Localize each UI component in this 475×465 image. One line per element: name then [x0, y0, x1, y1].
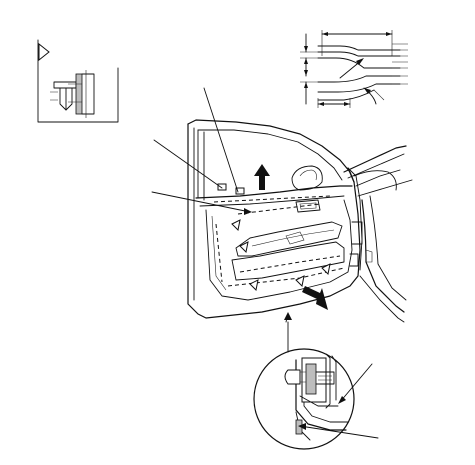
detail-circle [253, 348, 355, 450]
screw-marker-icon [217, 183, 227, 191]
screw-marker-icon [235, 187, 245, 195]
window-frame-inner [197, 129, 343, 181]
leader-line-clip [339, 363, 373, 403]
leader-line-window [203, 87, 239, 193]
clip-detail-inset [37, 39, 119, 123]
clip-marker-icon [239, 241, 249, 254]
door-pocket [231, 241, 345, 281]
clip-marker-icon [249, 279, 259, 292]
strip-profile-lower [317, 75, 401, 83]
dashboard-curve [353, 170, 397, 191]
panel-edge-dashed [213, 195, 331, 203]
windshield-edge [343, 145, 407, 173]
enlarged-clip-detail [253, 348, 379, 450]
leader-line-screw [153, 139, 223, 189]
clip-marker-icon [295, 275, 305, 288]
inset-frame [37, 39, 119, 123]
dimension-detail [300, 30, 408, 108]
clip-cross-section [50, 70, 95, 118]
door-outer-shell [187, 123, 361, 319]
door-belt-line [195, 185, 353, 199]
strip-profile-middle [317, 57, 401, 69]
leader-line-hinge [357, 179, 413, 197]
armrest [235, 221, 343, 257]
strip-profile-upper [317, 45, 401, 51]
side-mirror [291, 165, 323, 191]
hinge-pillar [347, 167, 363, 271]
leader-line-panel [151, 191, 251, 213]
inner-door-handle [295, 199, 321, 213]
callout-leaders [151, 87, 413, 353]
leader-line-trim [299, 425, 379, 439]
vehicle-body [343, 145, 407, 323]
clip-head [284, 369, 301, 385]
trim-panel-outline [205, 199, 353, 301]
triangle-marker-icon [38, 42, 50, 62]
up-arrow-icon [254, 164, 270, 190]
detail-pointer-arrow [284, 312, 292, 320]
body-sill-line [361, 199, 405, 313]
clip-marker-icon [231, 219, 241, 232]
window-frame-outer [187, 119, 355, 183]
clip-marker-icon [321, 263, 331, 276]
door-assembly [187, 119, 363, 319]
down-right-arrow-icon [302, 286, 328, 310]
